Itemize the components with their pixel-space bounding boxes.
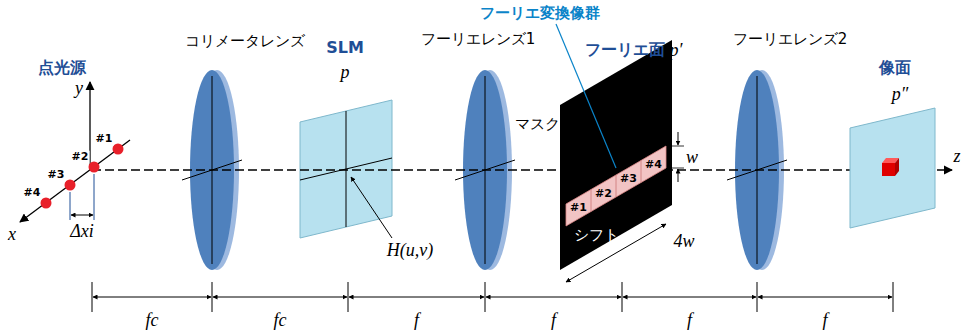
dimension-line <box>71 215 93 216</box>
callout-number: #3 <box>620 173 637 186</box>
dimension-line <box>566 224 666 282</box>
point-source <box>41 144 124 209</box>
image-cube <box>882 158 899 176</box>
plane-symbol: p <box>341 62 350 83</box>
dimension-label: fc <box>146 310 159 331</box>
slm-cross <box>300 158 392 180</box>
axis-name: z <box>953 146 960 167</box>
part-name: フーリエレンズ1 <box>421 31 536 48</box>
dimension-arrow <box>678 169 679 182</box>
callout-number: #2 <box>595 187 612 200</box>
callout-number: #1 <box>570 202 587 215</box>
dimension-label: w <box>686 147 698 168</box>
part-name: 像面 <box>879 59 911 77</box>
dimension-label: f <box>822 310 827 331</box>
plane-symbol: p′ <box>670 40 683 61</box>
extension-line <box>668 146 684 147</box>
function-label: H(u,v) <box>387 240 433 261</box>
callout-number: #1 <box>95 133 114 146</box>
band-divider <box>591 161 641 212</box>
dimension-label: Δxi <box>70 221 94 242</box>
optical-axis <box>92 169 952 170</box>
part-name: 点光源 <box>38 59 86 77</box>
part-name: マスク <box>515 116 560 133</box>
callout-label: フーリエ変換像群 <box>480 5 600 22</box>
dimension-label: f <box>551 310 556 331</box>
extension-line <box>94 174 95 220</box>
callout-number: #4 <box>645 158 662 171</box>
callout-number: #2 <box>71 151 90 164</box>
extension-line <box>70 192 71 220</box>
part-name: フーリエ面 <box>585 41 665 59</box>
extension-line <box>668 168 684 169</box>
callout-number: #3 <box>47 169 66 182</box>
dimension-label: fc <box>274 310 287 331</box>
x-axis <box>20 140 130 222</box>
dimension-tick <box>92 282 893 312</box>
part-name: コリメータレンズ <box>185 33 305 50</box>
callout-number: #4 <box>23 187 42 200</box>
axis-name: x <box>8 224 16 245</box>
dimension-line <box>93 297 892 298</box>
note-label: シフト <box>574 227 619 244</box>
part-name: フーリエレンズ2 <box>733 31 848 48</box>
dimension-arrow <box>678 132 679 145</box>
plane-symbol: p″ <box>892 84 909 105</box>
dimension-label: f <box>687 310 692 331</box>
leader-line <box>351 177 392 238</box>
transform-band <box>566 146 666 226</box>
part-name: SLM <box>326 39 364 57</box>
y-axis <box>89 82 90 170</box>
dimension-label: 4w <box>673 231 694 252</box>
image-plane <box>850 108 935 228</box>
axis-name: y <box>75 78 83 99</box>
slm-panel <box>300 100 392 238</box>
dimension-label: f <box>414 310 419 331</box>
